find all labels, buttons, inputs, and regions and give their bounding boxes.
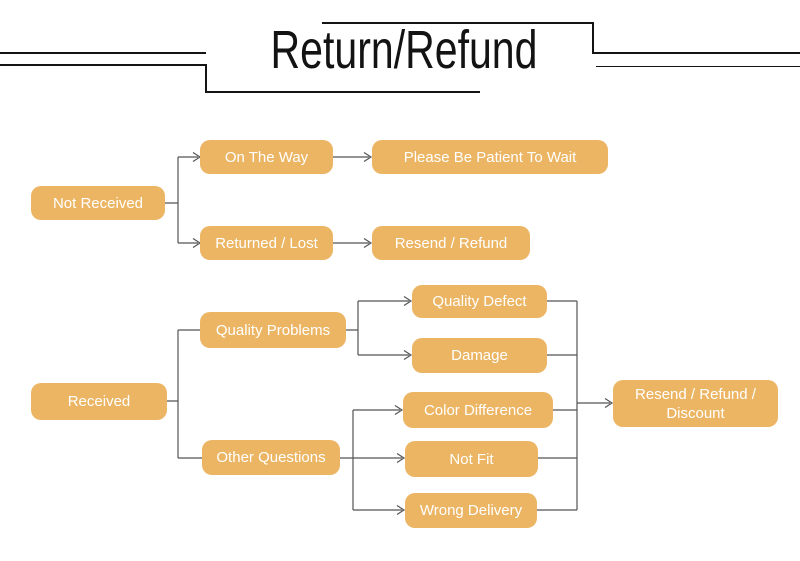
arrowhead-icon: [604, 397, 614, 409]
node-color-difference: Color Difference: [403, 392, 553, 428]
node-other-questions: Other Questions: [202, 440, 340, 475]
title-ornament-top-line: [322, 22, 594, 24]
node-received: Received: [31, 383, 167, 420]
arrowhead-icon: [403, 295, 413, 307]
node-damage: Damage: [412, 338, 547, 373]
node-not-received: Not Received: [31, 186, 165, 220]
node-wrong-delivery: Wrong Delivery: [405, 493, 537, 528]
title-ornament-left-line-1: [0, 52, 206, 54]
page-title: Return/Refund: [270, 20, 538, 80]
title-ornament-bottom-line: [205, 91, 480, 93]
arrowhead-icon: [394, 404, 404, 416]
node-quality-defect: Quality Defect: [412, 285, 547, 318]
title-ornament-left-line-2: [0, 64, 207, 66]
node-quality-problems: Quality Problems: [200, 312, 346, 348]
arrowhead-icon: [363, 151, 373, 163]
arrowhead-icon: [396, 452, 406, 464]
arrowhead-icon: [403, 349, 413, 361]
node-resend-refund: Resend / Refund: [372, 226, 530, 260]
node-please-be-patient: Please Be Patient To Wait: [372, 140, 608, 174]
title-ornament-right-line-2: [596, 66, 800, 67]
node-resend-refund-discount: Resend / Refund / Discount: [613, 380, 778, 427]
node-on-the-way: On The Way: [200, 140, 333, 174]
title-ornament-right-line-1: [592, 52, 800, 54]
title-ornament-left-vertical: [205, 64, 207, 93]
title-ornament-right-vertical: [592, 22, 594, 54]
node-not-fit: Not Fit: [405, 441, 538, 477]
arrowhead-icon: [363, 237, 373, 249]
node-returned-lost: Returned / Lost: [200, 226, 333, 260]
arrowhead-icon: [396, 504, 406, 516]
